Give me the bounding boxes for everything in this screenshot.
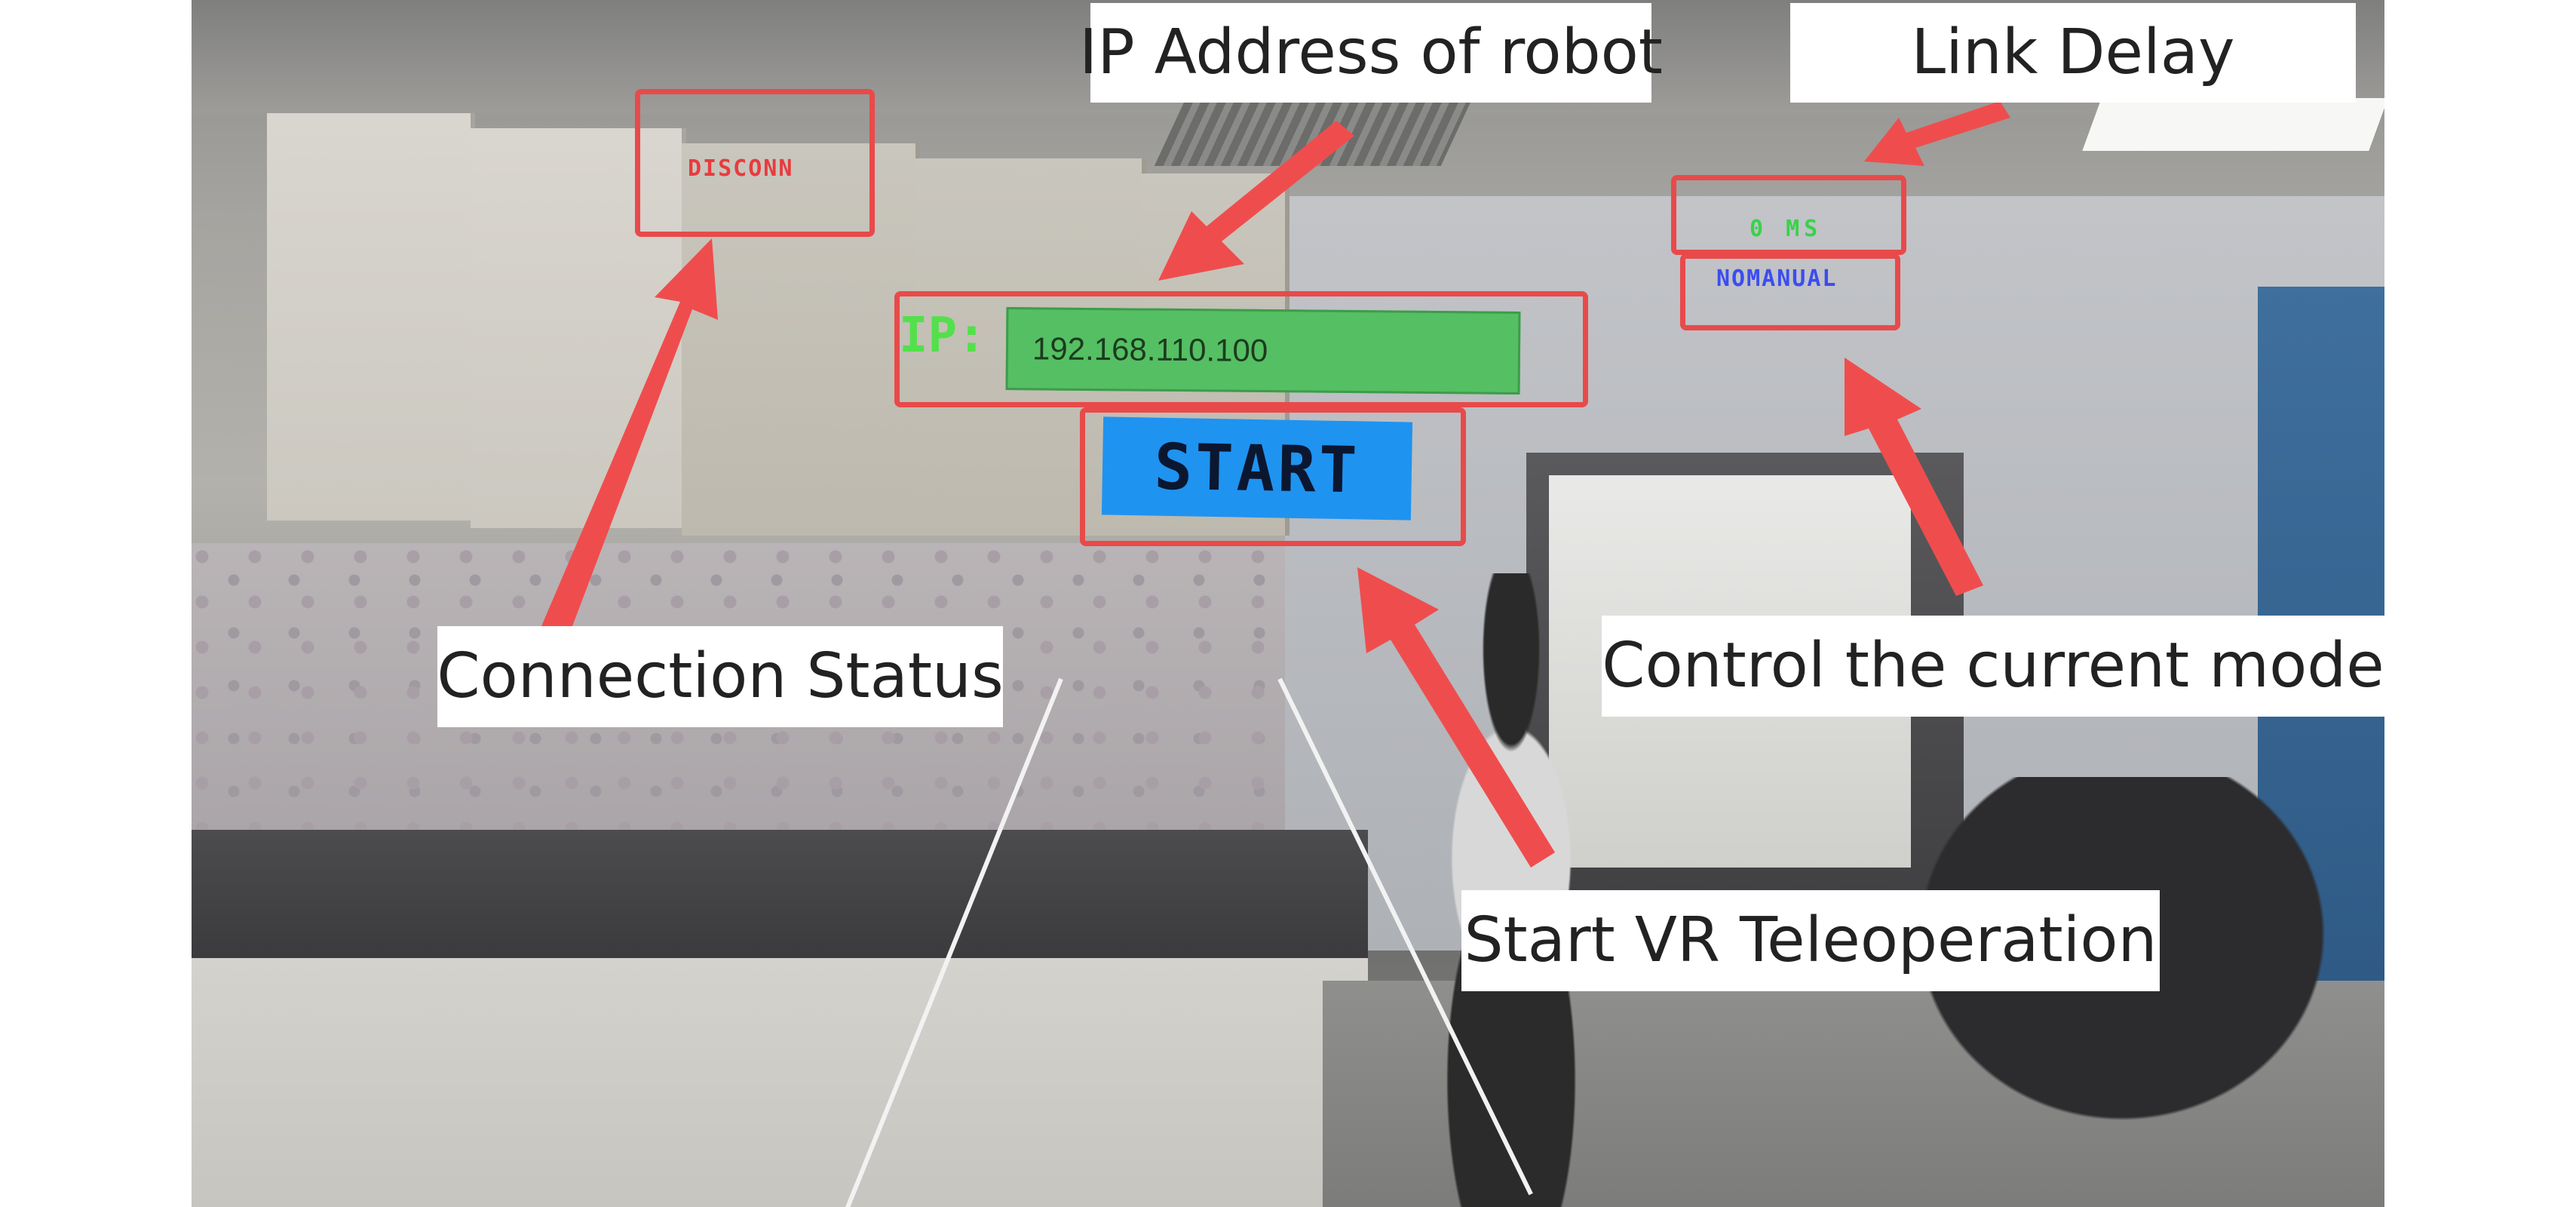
label-start-vr: Start VR Teleoperation xyxy=(1461,890,2160,991)
lower-cabinets xyxy=(192,958,1368,1207)
label-link-delay: Link Delay xyxy=(1790,3,2356,103)
ip-address-highlight xyxy=(894,291,1588,407)
control-mode-text: NOMANUAL xyxy=(1716,266,1838,292)
start-button-highlight xyxy=(1080,407,1466,546)
control-mode-highlight xyxy=(1680,253,1900,330)
upper-cabinet xyxy=(267,113,475,521)
upper-cabinet xyxy=(682,143,920,536)
label-control-mode: Control the current mode xyxy=(1602,616,2384,717)
ceiling-light xyxy=(2082,98,2384,151)
label-connection-status: Connection Status xyxy=(437,626,1004,727)
connection-status-text: DISCONN xyxy=(688,155,794,182)
kitchen-counter xyxy=(192,830,1368,958)
connection-status-highlight xyxy=(635,89,875,237)
ip-label: IP: xyxy=(899,308,986,364)
vr-camera-view: DISCONN IP: 192.168.110.100 START 0 MS N… xyxy=(192,0,2384,1207)
link-delay-text: 0 MS xyxy=(1750,216,1823,242)
link-delay-highlight xyxy=(1671,175,1906,255)
label-ip-address: IP Address of robot xyxy=(1079,3,1663,103)
